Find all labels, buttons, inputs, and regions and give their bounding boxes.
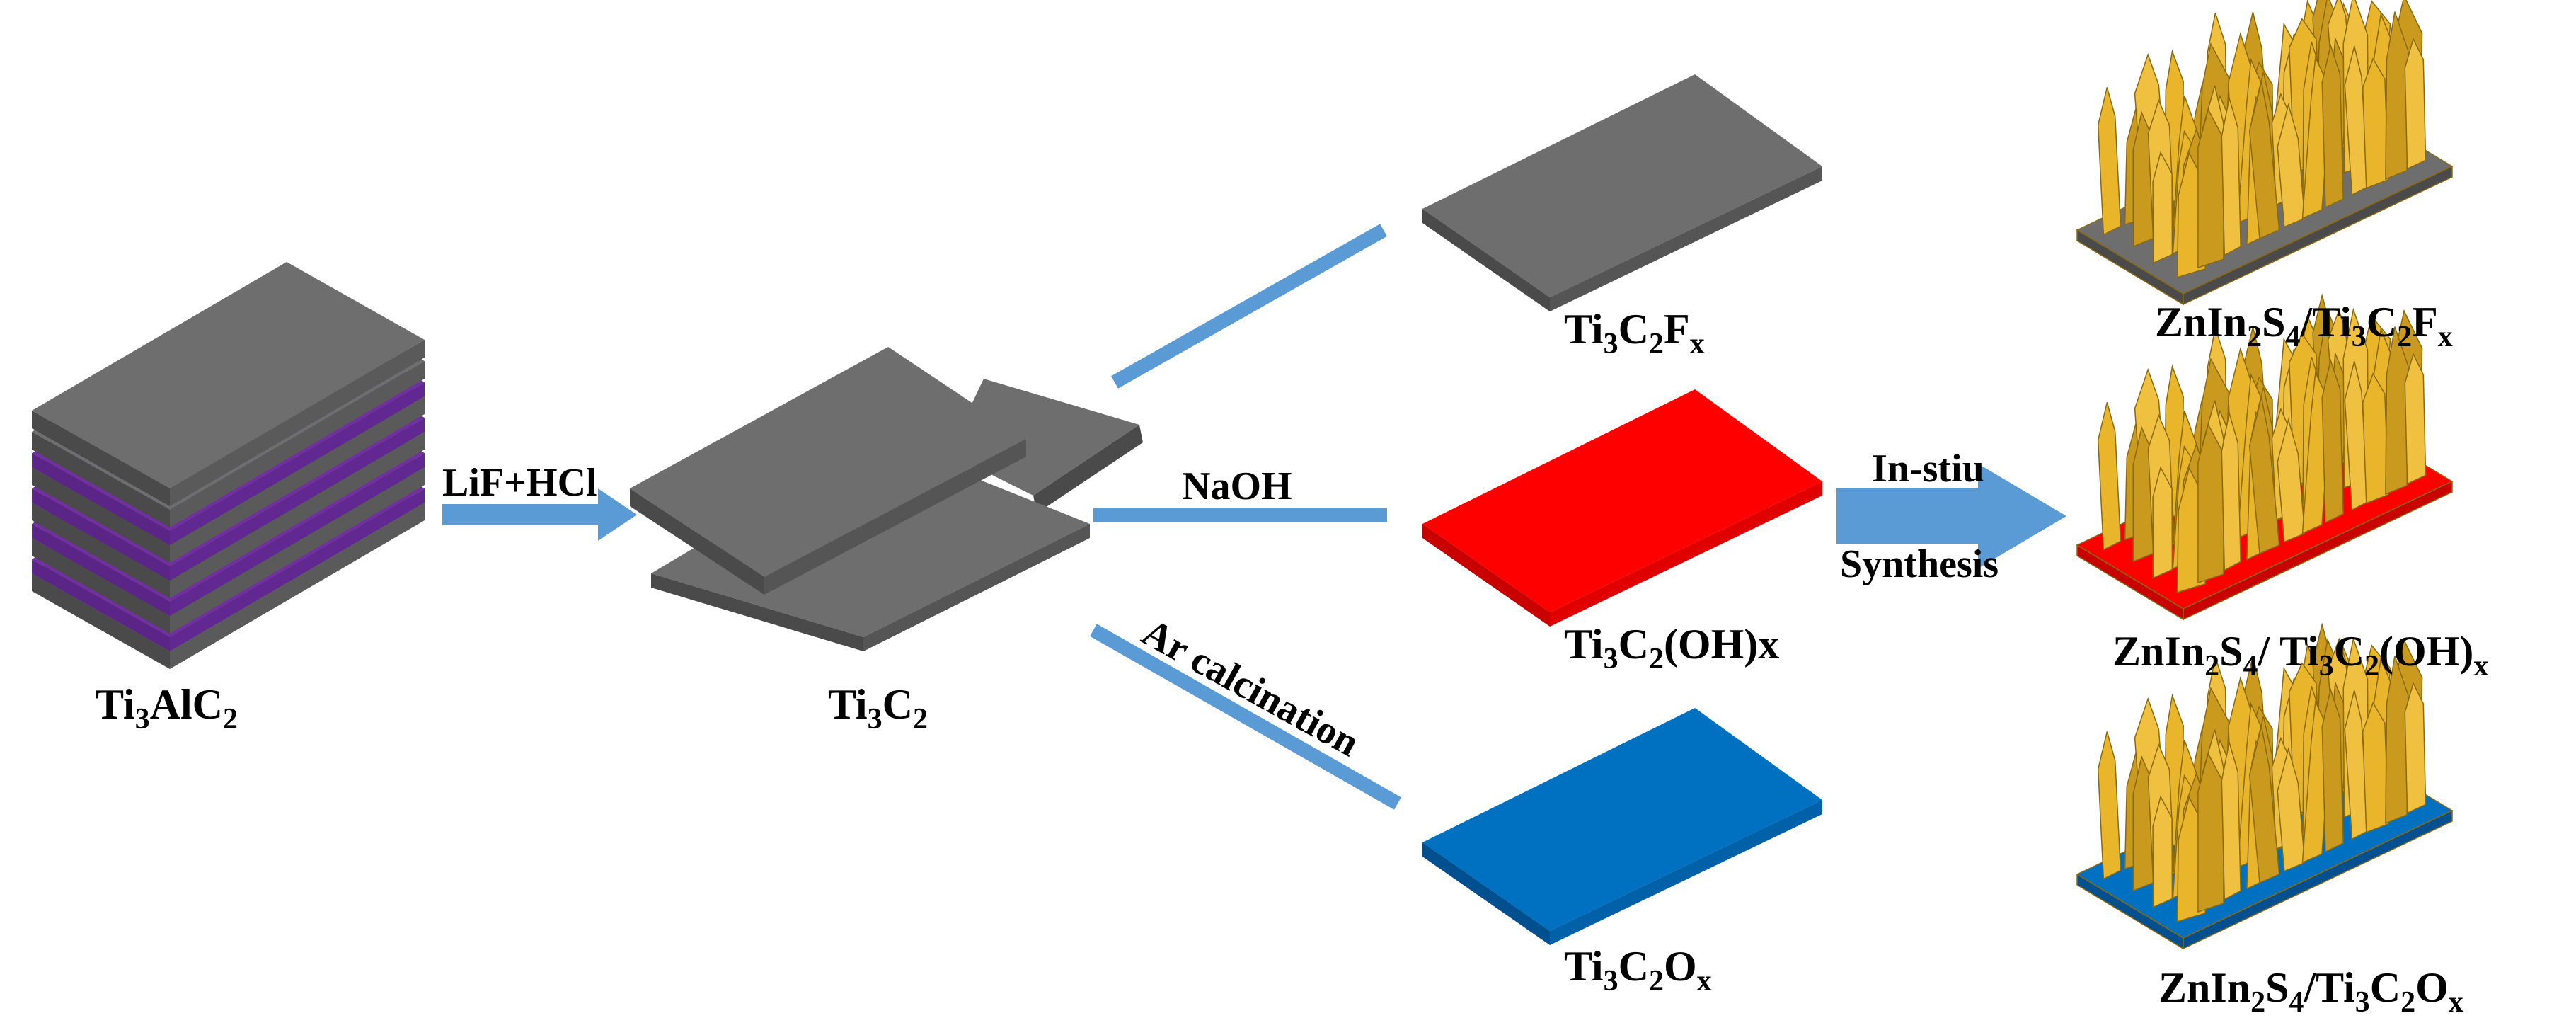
znins-flake	[2152, 795, 2173, 908]
znins-flake	[2404, 38, 2427, 170]
label-ti3alc2: Ti3AlC2	[96, 681, 238, 736]
znins-flake	[2404, 682, 2427, 814]
branch-line-ar	[1090, 624, 1401, 810]
max-phase-stack-icon	[32, 262, 425, 669]
insitu-label-line2: Synthesis	[1840, 542, 1999, 586]
znins-flake	[2321, 43, 2344, 209]
znins-flake	[2221, 98, 2241, 256]
etching-arrow	[442, 488, 637, 541]
label-ti3c2ohx: Ti3C2(OH)x	[1564, 621, 1779, 675]
znins-flake	[2385, 326, 2409, 496]
etching-label: LiF+HCl	[442, 461, 597, 505]
ti3c2ohx-sheet	[1422, 389, 1822, 627]
znins-flake	[2221, 413, 2241, 571]
znins-flake	[2277, 747, 2306, 872]
znins-flake	[2197, 752, 2224, 913]
branch-line-fx	[1111, 224, 1387, 389]
znins-flake	[2362, 57, 2389, 189]
label-ti3c2ox: Ti3C2Ox	[1564, 943, 1712, 997]
ar-calcination-label: Ar calcination	[1135, 610, 1367, 765]
znins-ti3c2ohx-composite	[2076, 293, 2454, 621]
znins-flake	[2152, 466, 2173, 579]
znins-flake	[2362, 372, 2389, 504]
znins-flake	[2362, 701, 2389, 833]
znins-flake	[2221, 742, 2241, 900]
znins-flake	[2404, 353, 2427, 485]
label-znins-ti3c2ox: ZnIn2S4/Ti3C2Ox	[2158, 964, 2463, 1019]
znins-flake	[2248, 81, 2280, 240]
znins-flake	[2097, 87, 2122, 236]
znins-flake	[2277, 418, 2306, 543]
znins-flake	[2321, 687, 2344, 853]
znins-flake	[2277, 103, 2306, 228]
insitu-label-line1: In-stiu	[1872, 447, 1984, 491]
label-ti3c2: Ti3C2	[828, 681, 928, 736]
ti3c2fx-sheet	[1422, 74, 1822, 311]
znins-flake	[2321, 358, 2344, 524]
znins-flake	[2097, 402, 2122, 551]
znins-ti3c2ox-composite	[2076, 622, 2454, 950]
znins-flake	[2385, 656, 2409, 825]
znins-flake	[2097, 731, 2122, 880]
naoh-label: NaOH	[1182, 464, 1292, 508]
exfoliated-sheets-icon	[630, 347, 1143, 651]
ti3c2ox-sheet	[1422, 708, 1822, 945]
label-znins-ti3c2ohx: ZnIn2S4/ Ti3C2(OH)x	[2112, 628, 2488, 682]
znins-flake	[2385, 11, 2409, 181]
znins-ti3c2fx-composite	[2076, 0, 2454, 306]
znins-flake	[2152, 151, 2173, 264]
label-znins-ti3c2fx: ZnIn2S4/Ti3C2Fx	[2155, 299, 2453, 353]
znins-flake	[2197, 423, 2224, 584]
insitu-arrow	[1836, 464, 2066, 568]
label-ti3c2fx: Ti3C2Fx	[1564, 306, 1705, 360]
znins-flake	[2248, 726, 2280, 884]
znins-flake	[2248, 396, 2280, 555]
znins-flake	[2197, 108, 2224, 269]
